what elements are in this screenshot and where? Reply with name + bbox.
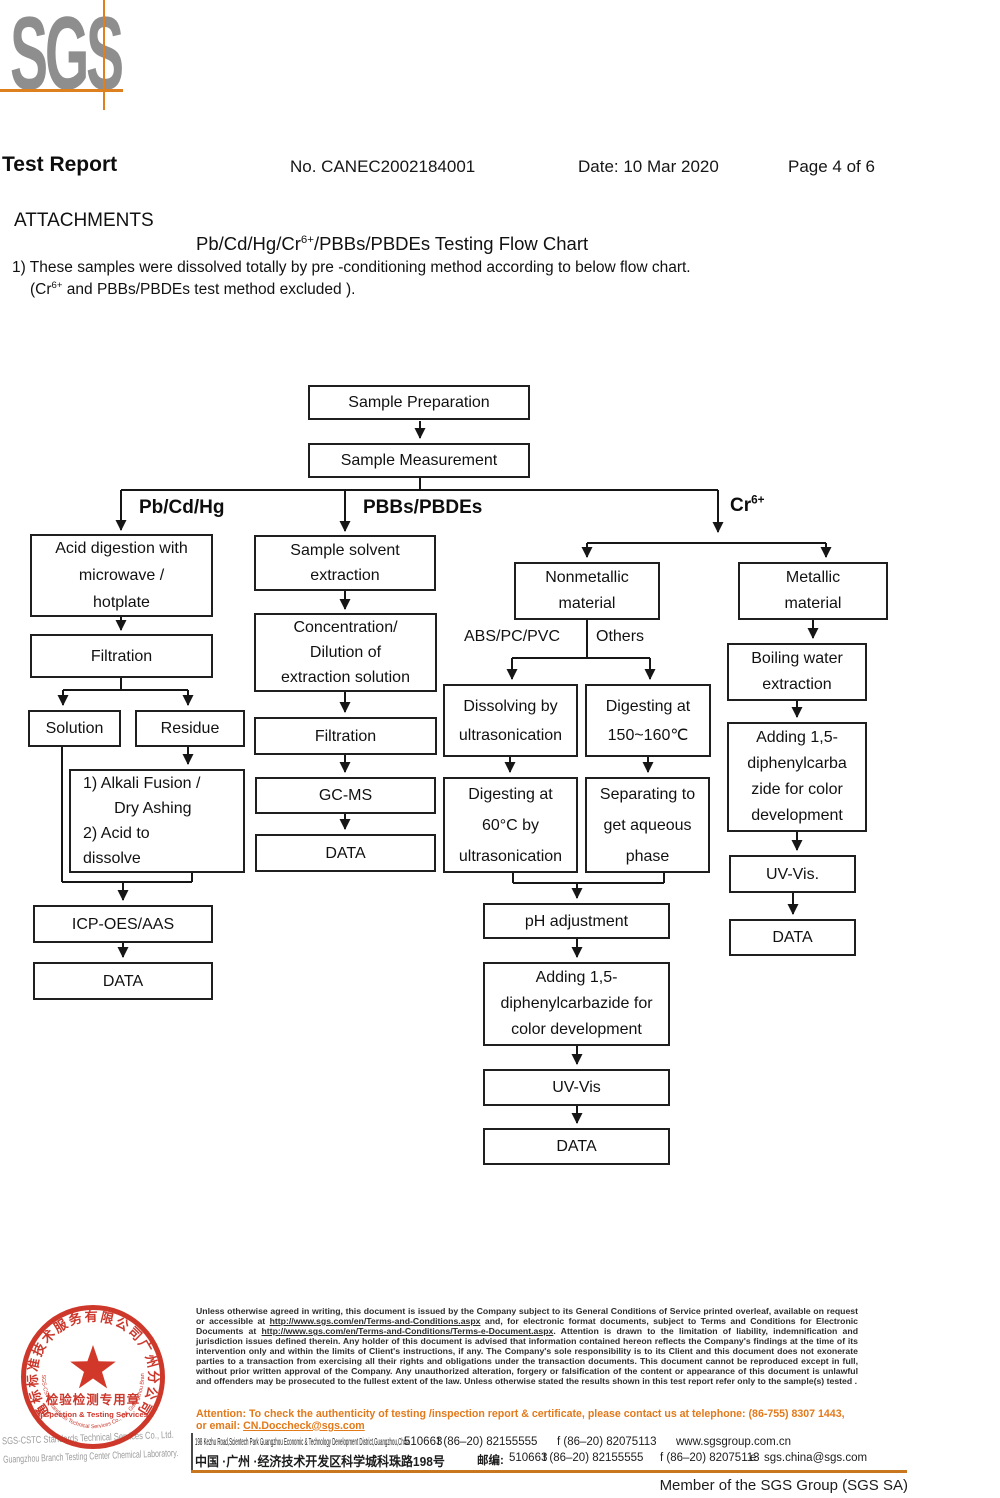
fax-2: f (86–20) 82075113 <box>660 1452 760 1464</box>
flow-node-uv-vis-right: UV-Vis. <box>729 855 856 893</box>
flowchart-connectors <box>57 421 832 1124</box>
legal-text-part: Unless otherwise agreed in writing, this… <box>196 1306 858 1326</box>
attachments-heading: ATTACHMENTS <box>14 210 154 231</box>
flow-node-adding-diphenylcarbazide-right: Adding 1,5- diphenylcarba zide for color… <box>727 722 867 832</box>
member-line: Member of the SGS Group (SGS SA) <box>659 1477 908 1494</box>
flow-node-separating-aqueous: Separating to get aqueous phase <box>585 777 710 873</box>
branch-label-pbbs-pbdes: PBBs/PBDEs <box>363 497 483 518</box>
page-indicator: Page 4 of 6 <box>788 157 875 176</box>
flow-node-boiling-water-extraction: Boiling water extraction <box>727 643 867 701</box>
flow-node-alkali-fusion: 1) Alkali Fusion / Dry Ashing 2) Acid to… <box>69 769 245 873</box>
phone-1: t (86–20) 82155555 <box>437 1436 538 1448</box>
note-line-2-text: (Cr <box>30 281 52 298</box>
phone-2: t (86–20) 82155555 <box>543 1452 644 1464</box>
flow-node-gc-ms: GC-MS <box>255 777 436 814</box>
attention-line-1: Attention: To check the authenticity of … <box>196 1408 845 1420</box>
flow-node-metallic-material: Metallic material <box>738 562 888 620</box>
flow-node-digesting-150-160: Digesting at 150~160℃ <box>585 684 711 757</box>
branch-label-cr6-text: Cr <box>730 495 752 516</box>
branch-label-cr6: Cr6+ <box>730 493 765 517</box>
stamp-star-icon <box>70 1345 116 1389</box>
note-line-2-sup: 6+ <box>51 279 63 291</box>
legal-text-part: . Attention is drawn to the limitation o… <box>196 1326 858 1386</box>
terms-e-document-link[interactable]: http://www.sgs.com/en/Terms-and-Conditio… <box>261 1326 554 1336</box>
flow-node-solvent-extraction: Sample solvent extraction <box>254 535 436 591</box>
postal-code-1: 510663 <box>404 1436 443 1448</box>
inspection-stamp: 通标标准技术服务有限公司广州分公司 SGS-CSTC Standards Tec… <box>14 1300 165 1449</box>
flow-chart-title: Pb/Cd/Hg/Cr6+/PBBs/PBDEs Testing Flow Ch… <box>196 233 588 255</box>
logo-crosshair-vertical <box>103 0 105 110</box>
website-url[interactable]: www.sgsgroup.com.cn <box>676 1436 792 1448</box>
address-en-text: 198 Kezhu Road,Scientech Park Guangzhou … <box>195 1436 410 1448</box>
flow-node-residue: Residue <box>135 710 245 747</box>
report-title: Test Report <box>2 153 118 176</box>
legal-text-part: and, for electronic format documents, su… <box>196 1316 858 1336</box>
address-cn-text: 中国 ·广州 ·经济技术开发区科学城科珠路198号 <box>195 1454 445 1469</box>
branch-label-cr6-sup: 6+ <box>751 493 765 507</box>
flow-node-digesting-60: Digesting at 60°C by ultrasonication <box>443 777 578 873</box>
fax-1: f (86–20) 82075113 <box>557 1436 657 1448</box>
flow-node-sample-measurement: Sample Measurement <box>308 443 530 478</box>
flow-node-filtration-1: Filtration <box>30 634 213 678</box>
footer-orange-rule <box>191 1470 907 1473</box>
flow-node-icp-oes-aas: ICP-OES/AAS <box>33 905 213 943</box>
flow-node-nonmetallic-material: Nonmetallic material <box>514 562 660 620</box>
flow-node-data-gcms: DATA <box>255 834 436 872</box>
address-line-en: 198 Kezhu Road,Scientech Park Guangzhou … <box>195 1436 706 1448</box>
sub-label-others: Others <box>596 628 645 645</box>
stamp-ring <box>21 1305 165 1449</box>
flow-node-data-left: DATA <box>33 962 213 1000</box>
flow-chart-title-text: Pb/Cd/Hg/Cr <box>196 233 301 254</box>
address-line-cn: 中国 ·广州 ·经济技术开发区科学城科珠路198号 <box>195 1451 467 1470</box>
logo-crosshair-horizontal <box>0 89 123 92</box>
note-line-2: (Cr6+ and PBBs/PBDEs test method exclude… <box>30 281 355 299</box>
postal-code-2: 510663 <box>509 1452 548 1464</box>
sub-label-abs-pc-pvc: ABS/PC/PVC <box>464 628 561 645</box>
doccheck-email-link[interactable]: CN.Doccheck@sgs.com <box>243 1419 365 1432</box>
report-number: No. CANEC2002184001 <box>290 157 476 176</box>
address-divider-line <box>191 1433 193 1473</box>
sgs-email[interactable]: sgs.china@sgs.com <box>764 1452 868 1464</box>
flow-node-acid-digestion: Acid digestion with microwave / hotplate <box>30 534 213 617</box>
note-line-1: 1) These samples were dissolved totally … <box>12 259 691 276</box>
flow-node-sample-preparation: Sample Preparation <box>308 385 530 420</box>
flow-chart-title-sup: 6+ <box>300 233 314 246</box>
flow-node-data-mid: DATA <box>483 1128 670 1165</box>
report-date: Date: 10 Mar 2020 <box>578 157 719 176</box>
stamp-inner-chinese: 检验检测专用章 <box>46 1392 141 1407</box>
flow-node-concentration-dilution: Concentration/ Dilution of extraction so… <box>254 613 437 692</box>
legal-conditions-text: Unless otherwise agreed in writing, this… <box>196 1306 858 1386</box>
terms-conditions-link[interactable]: http://www.sgs.com/en/Terms-and-Conditio… <box>269 1316 481 1326</box>
flow-node-data-right: DATA <box>729 919 856 956</box>
sgs-logo: SGS <box>10 0 124 112</box>
postal-label-cn: 邮编: <box>477 1455 504 1467</box>
stamp-inner-english: Inspection & Testing Services <box>38 1410 148 1419</box>
flow-node-adding-diphenylcarbazide-mid: Adding 1,5- diphenylcarbazide for color … <box>483 962 670 1046</box>
attention-line-2-label: or email: <box>196 1419 244 1432</box>
branch-label-pb-cd-hg: Pb/Cd/Hg <box>139 497 225 518</box>
attention-notice: Attention: To check the authenticity of … <box>196 1408 866 1433</box>
flow-node-dissolving-ultrasonication: Dissolving by ultrasonication <box>443 684 578 757</box>
flow-chart-title-rest: /PBBs/PBDEs Testing Flow Chart <box>313 233 589 254</box>
flow-node-filtration-2: Filtration <box>254 717 437 755</box>
flow-node-solution: Solution <box>28 710 121 747</box>
email-label: e <box>750 1452 757 1464</box>
note-line-2-rest: and PBBs/PBDEs test method excluded ). <box>62 281 356 298</box>
flow-node-uv-vis-mid: UV-Vis <box>483 1069 670 1106</box>
flow-node-ph-adjustment: pH adjustment <box>483 903 670 939</box>
